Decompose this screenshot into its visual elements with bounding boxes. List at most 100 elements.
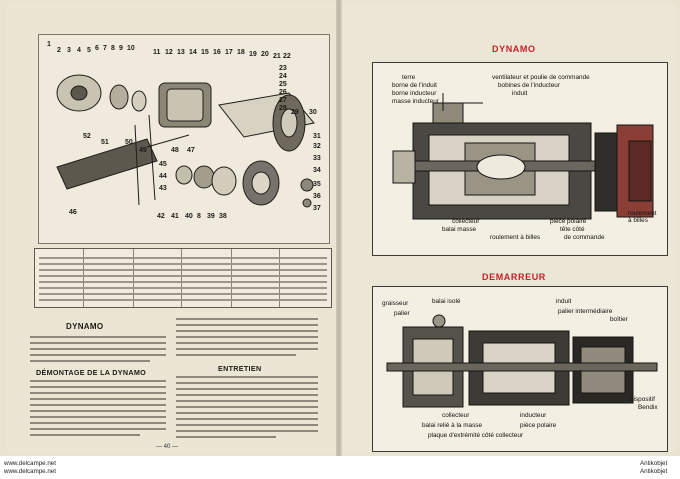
part-number: 43: [159, 185, 167, 192]
title-demarreur: DEMARREUR: [482, 272, 546, 282]
text-line: [176, 342, 318, 344]
part-number: 36: [313, 193, 321, 200]
part-number: 31: [313, 133, 321, 140]
watermark-right-top[interactable]: Antikobjet: [640, 460, 668, 467]
part-number: 34: [313, 167, 321, 174]
table-column: [35, 249, 84, 307]
watermark-right[interactable]: Antikobjet Antikobjet: [640, 460, 667, 476]
label-boitier: boîtier: [610, 316, 628, 323]
text-line: [176, 394, 318, 396]
part-number: 3: [67, 47, 71, 54]
table-column: [83, 249, 134, 307]
demarreur-cutaway-diagram: [372, 286, 668, 452]
title-dynamo: DYNAMO: [492, 44, 536, 54]
part-number: 13: [177, 49, 185, 56]
part-number: 9: [119, 45, 123, 52]
part-number: 46: [69, 209, 77, 216]
part-number: 49: [139, 147, 147, 154]
watermark-left-bottom[interactable]: www.delcampe.net: [4, 468, 56, 475]
label-palier-intermediaire: palier intermédiaire: [558, 308, 613, 315]
text-line: [30, 428, 166, 430]
label-bendix: Bendix: [638, 404, 658, 411]
heading-entretien: ENTRETIEN: [218, 364, 262, 373]
part-number: 8: [197, 213, 201, 220]
text-line: [30, 434, 140, 436]
part-number: 12: [165, 49, 173, 56]
text-line: [176, 354, 296, 356]
label-balai-isole: balai isolé: [432, 298, 461, 305]
part-number: 28: [279, 105, 287, 112]
text-line: [176, 436, 276, 438]
part-number: 21: [273, 53, 281, 60]
part-number: 17: [225, 49, 233, 56]
watermark-right-bottom[interactable]: Antikobjet: [640, 468, 668, 475]
label-de-commande: de commande: [564, 234, 605, 241]
text-line: [176, 330, 318, 332]
gutter: [336, 0, 342, 456]
watermark-left[interactable]: www.delcampe.net www.delcampe.net: [4, 460, 56, 476]
heading-dynamo: DYNAMO: [66, 322, 104, 331]
part-number: 42: [157, 213, 165, 220]
table-column: [133, 249, 182, 307]
part-number: 48: [171, 147, 179, 154]
parts-table: [34, 248, 332, 308]
part-number: 4: [77, 47, 81, 54]
part-number: 14: [189, 49, 197, 56]
label-ventilateur: ventilateur et poulie de commande: [492, 74, 590, 81]
part-number: 10: [127, 45, 135, 52]
text-line: [176, 318, 318, 320]
text-line: [30, 410, 166, 412]
label-piece-polaire-dem: pièce polaire: [520, 422, 557, 429]
part-number: 44: [159, 173, 167, 180]
part-number: 6: [95, 45, 99, 52]
label-masse-inducteur: masse inducteur: [392, 98, 439, 105]
part-number: 18: [237, 49, 245, 56]
text-line: [176, 418, 318, 420]
part-number: 40: [185, 213, 193, 220]
table-row: [39, 263, 327, 265]
part-number: 33: [313, 155, 321, 162]
magazine-spread: 1 2 3 4 5 6 7 8 9 10 11 12 13 14 15 16 1…: [0, 0, 680, 456]
text-line: [176, 382, 318, 384]
part-number: 26: [279, 89, 287, 96]
part-number: 30: [309, 109, 317, 116]
part-number: 51: [101, 139, 109, 146]
text-line: [176, 412, 318, 414]
text-line: [176, 348, 318, 350]
text-line: [30, 416, 166, 418]
part-number: 52: [83, 133, 91, 140]
table-column: [181, 249, 232, 307]
text-line: [30, 360, 150, 362]
part-number: 7: [103, 45, 107, 52]
text-line: [30, 392, 166, 394]
label-collecteur-dem: collecteur: [442, 412, 470, 419]
label-roulement-billes: roulement à billes: [490, 234, 541, 241]
text-line: [30, 386, 166, 388]
part-number: 37: [313, 205, 321, 212]
table-column: [231, 249, 280, 307]
part-number: 16: [213, 49, 221, 56]
watermark-left-top[interactable]: www.delcampe.net: [4, 460, 56, 467]
part-number: 29: [291, 109, 299, 116]
part-number: 22: [283, 53, 291, 60]
text-line: [30, 422, 166, 424]
part-number: 27: [279, 97, 287, 104]
table-row: [39, 269, 327, 271]
part-number: 32: [313, 143, 321, 150]
text-line: [30, 342, 166, 344]
left-page: 1 2 3 4 5 6 7 8 9 10 11 12 13 14 15 16 1…: [6, 4, 336, 452]
text-line: [176, 400, 318, 402]
text-line: [176, 406, 318, 408]
page-folio: — 40 —: [156, 444, 179, 450]
label-palier: palier: [394, 310, 410, 317]
exploded-view-diagram: 1 2 3 4 5 6 7 8 9 10 11 12 13 14 15 16 1…: [38, 34, 330, 244]
label-induit-dem: induit: [556, 298, 572, 305]
label-bobines: bobines de l'inducteur: [498, 82, 560, 89]
label-plaque: plaque d'extrémité côté collecteur: [428, 432, 524, 439]
label-inducteur: inducteur: [520, 412, 547, 419]
label-induit: induit: [512, 90, 528, 97]
part-number: 5: [87, 47, 91, 54]
part-number: 11: [153, 49, 161, 56]
label-terre: terre: [402, 74, 416, 81]
part-number: 35: [313, 181, 321, 188]
